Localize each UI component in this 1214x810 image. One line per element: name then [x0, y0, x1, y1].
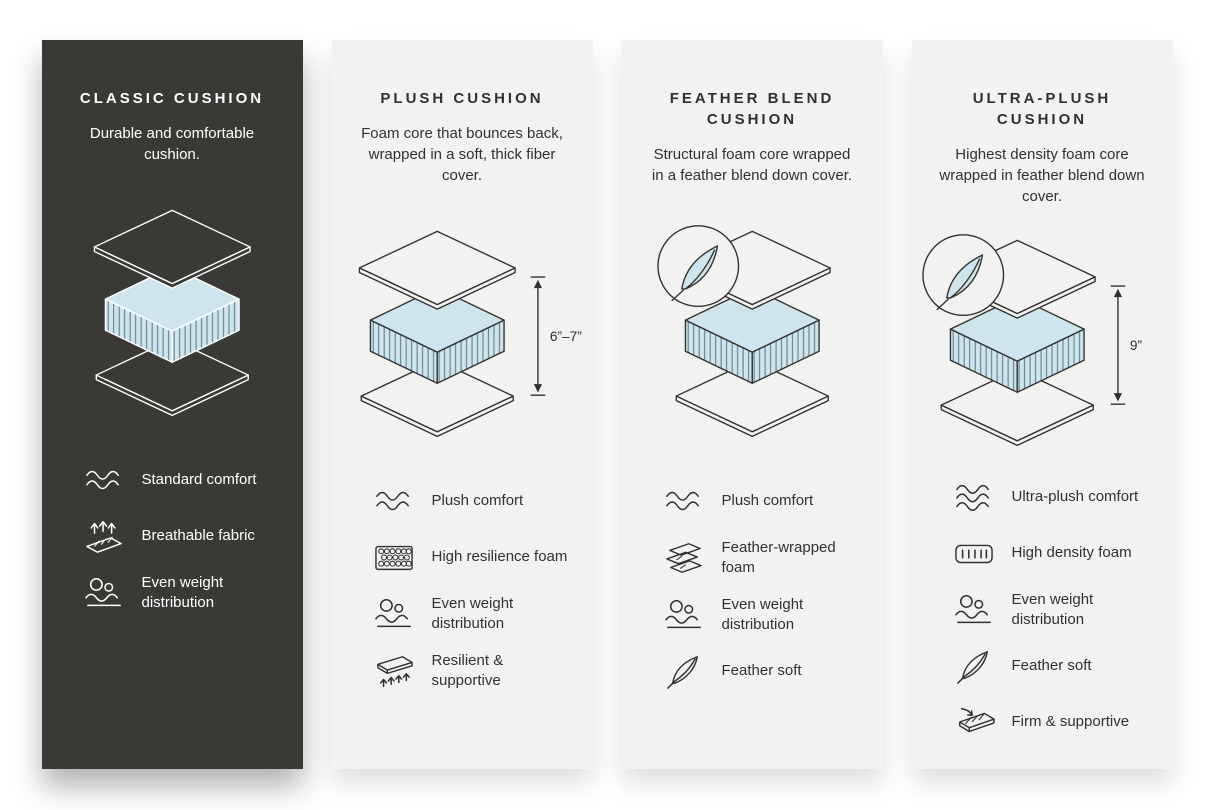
feature-item: Plush comfort: [368, 482, 571, 520]
height-dimension: 9”: [1110, 284, 1142, 405]
high-resilience-foam-icon: [368, 538, 420, 576]
wave-comfort-icon: [948, 478, 1000, 516]
even-weight-icon: [658, 596, 710, 634]
feature-item: Even weight distribution: [658, 595, 861, 634]
card-classic-cushion: CLASSIC CUSHION Durable and comfortable …: [41, 40, 303, 769]
feature-list: Plush comfort High resilience foam: [354, 482, 571, 690]
feature-item: Plush comfort: [658, 482, 861, 520]
feature-label: Resilient & supportive: [431, 652, 504, 689]
height-dimension-label: 6”–7”: [549, 329, 581, 344]
cushion-diagram: [93, 209, 251, 417]
wave-comfort-icon: [78, 461, 130, 499]
feather-badge-icon: [657, 225, 739, 308]
even-weight-icon: [948, 591, 1000, 629]
foam-core-layer: [949, 295, 1085, 393]
card-description: Durable and comfortable cushion.: [89, 125, 255, 163]
feature-label: Feather soft: [721, 662, 802, 680]
card-description: Structural foam core wrapped in a feathe…: [651, 146, 853, 184]
feature-item: Feather-wrapped foam: [658, 538, 861, 577]
cushion-illustration: [644, 186, 861, 478]
feature-list: Standard comfort Breathable fabric: [64, 461, 281, 612]
feather-wrapped-foam-icon: [658, 539, 710, 577]
feature-label: Even weight distribution: [141, 574, 224, 611]
even-weight-icon: [78, 574, 130, 612]
resilient-supportive-icon: [368, 652, 420, 690]
feature-label: Standard comfort: [141, 471, 257, 489]
feather-icon: [948, 647, 1000, 685]
card-description: Highest density foam core wrapped in fea…: [939, 146, 1145, 205]
feature-item: Breathable fabric: [78, 517, 281, 555]
feature-label: Feather-wrapped foam: [721, 539, 836, 576]
feature-item: Feather soft: [948, 647, 1151, 685]
feature-item: Feather soft: [658, 652, 861, 690]
cushion-illustration: [64, 165, 281, 457]
feature-item: High resilience foam: [368, 538, 571, 576]
breathable-fabric-icon: [78, 517, 130, 555]
foam-core-layer: [104, 266, 240, 363]
cushion-comparison-board: CLASSIC CUSHION Durable and comfortable …: [41, 40, 1173, 769]
feature-label: Even weight distribution: [721, 596, 804, 633]
card-feather-blend-cushion: FEATHER BLEND CUSHION Structural foam co…: [621, 40, 883, 769]
cushion-diagram: 9”: [921, 233, 1142, 446]
feature-label: High density foam: [1011, 544, 1132, 562]
feather-icon: [658, 652, 710, 690]
bottom-cover-layer: [95, 338, 249, 417]
bottom-cover-layer: [360, 359, 514, 438]
wave-comfort-icon: [368, 482, 420, 520]
feature-item: Ultra-plush comfort: [948, 478, 1151, 516]
card-ultra-plush-cushion: ULTRA-PLUSH CUSHION Highest density foam…: [911, 40, 1173, 769]
cushion-illustration: 6”–7”: [354, 186, 582, 478]
cushion-illustration: 9”: [921, 207, 1151, 474]
feature-label: Ultra-plush comfort: [1011, 488, 1139, 506]
feature-label: Firm & supportive: [1011, 713, 1130, 731]
feature-list: Ultra-plush comfort High density foam Ev…: [934, 478, 1151, 741]
feature-item: Even weight distribution: [78, 573, 281, 612]
feature-label: Even weight distribution: [1011, 591, 1094, 628]
card-title: CLASSIC CUSHION: [79, 90, 265, 107]
height-dimension: 6”–7”: [530, 276, 582, 396]
feature-label: Plush comfort: [431, 492, 524, 510]
feature-list: Plush comfort Feather-wrapped foam: [644, 482, 861, 690]
height-dimension-label: 9”: [1129, 338, 1142, 353]
feature-item: High density foam: [948, 534, 1151, 572]
feature-item: Even weight distribution: [368, 594, 571, 633]
top-cover-layer: [93, 209, 251, 289]
feature-item: Even weight distribution: [948, 590, 1151, 629]
feature-label: Even weight distribution: [431, 595, 514, 632]
feature-item: Firm & supportive: [948, 703, 1151, 741]
card-title: ULTRA-PLUSH CUSHION: [972, 90, 1112, 128]
cushion-diagram: 6”–7”: [358, 230, 582, 438]
foam-core-layer: [684, 287, 820, 384]
feature-label: Feather soft: [1011, 657, 1092, 675]
card-title: FEATHER BLEND CUSHION: [669, 90, 835, 128]
feature-label: Breathable fabric: [141, 527, 255, 545]
card-description: Foam core that bounces back, wrapped in …: [361, 125, 563, 184]
high-density-foam-icon: [948, 534, 1000, 572]
firm-supportive-icon: [948, 703, 1000, 741]
feature-item: Resilient & supportive: [368, 651, 571, 690]
bottom-cover-layer: [940, 368, 1094, 446]
card-title: PLUSH CUSHION: [380, 90, 544, 107]
cushion-diagram: [657, 225, 831, 438]
feather-badge-icon: [921, 233, 1004, 316]
even-weight-icon: [368, 595, 420, 633]
bottom-cover-layer: [675, 359, 829, 438]
feature-item: Standard comfort: [78, 461, 281, 499]
foam-core-layer: [369, 287, 505, 384]
card-plush-cushion: PLUSH CUSHION Foam core that bounces bac…: [331, 40, 593, 769]
feature-label: Plush comfort: [721, 492, 814, 510]
wave-comfort-icon: [658, 482, 710, 520]
top-cover-layer: [358, 230, 516, 310]
feature-label: High resilience foam: [431, 548, 568, 566]
